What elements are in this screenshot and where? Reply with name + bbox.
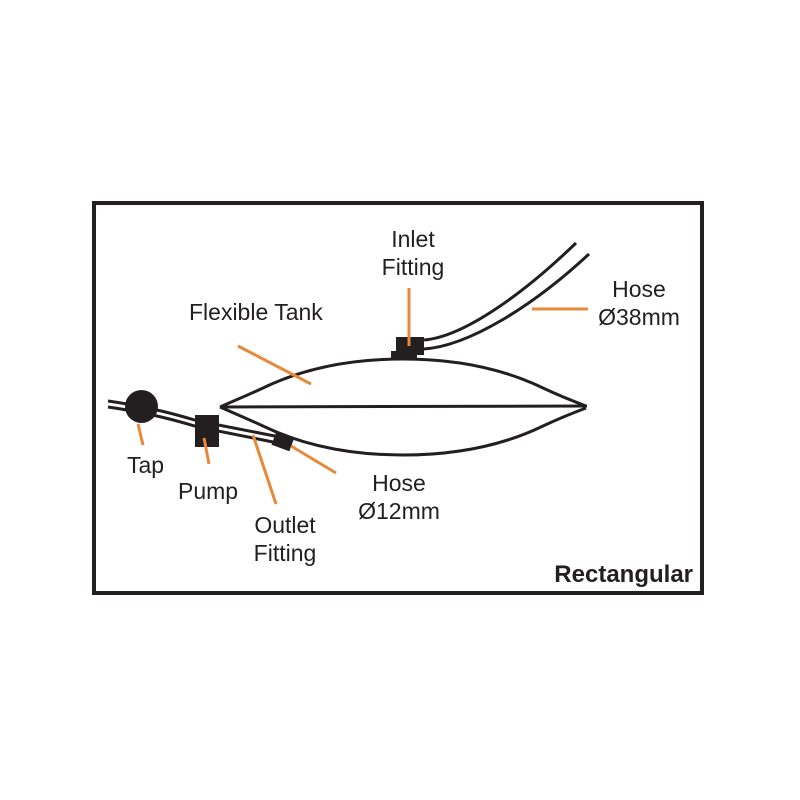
- hose-38mm-upper-line: [423, 241, 578, 342]
- label-hose-12mm: Hose Ø12mm: [329, 469, 469, 525]
- inlet-fitting-flange: [391, 351, 417, 360]
- leader-flexible-tank: [237, 344, 312, 386]
- hose-38mm-lower-line: [423, 252, 591, 351]
- label-outlet-fitting-line2: Fitting: [253, 540, 317, 566]
- label-tap: Tap: [127, 452, 165, 478]
- leader-pump: [202, 437, 211, 465]
- outlet-fitting-shape: [271, 430, 295, 452]
- label-outlet-fitting-line1: Outlet: [254, 512, 316, 538]
- tank-center-seam: [219, 404, 588, 409]
- label-inlet-fitting-line1: Inlet: [391, 226, 435, 252]
- variant-caption: Rectangular: [554, 561, 693, 588]
- label-inlet-fitting: Inlet Fitting: [343, 225, 483, 281]
- tank-lower-arc: [219, 405, 587, 457]
- label-inlet-fitting-line2: Fitting: [381, 254, 445, 280]
- diagram-border: [92, 201, 704, 595]
- tap-shape: [125, 390, 158, 423]
- label-hose-12mm-line2: Ø12mm: [358, 498, 440, 524]
- leader-outlet-fitting: [251, 434, 278, 505]
- label-hose-38mm: Hose Ø38mm: [569, 275, 709, 331]
- label-hose-38mm-line1: Hose: [612, 276, 666, 302]
- label-outlet-fitting: Outlet Fitting: [215, 511, 355, 567]
- label-hose-12mm-line1: Hose: [372, 470, 426, 496]
- pump-shape: [195, 415, 219, 447]
- leader-tap: [136, 423, 145, 446]
- label-hose-38mm-line2: Ø38mm: [598, 304, 680, 330]
- label-flexible-tank: Flexible Tank: [189, 299, 323, 325]
- label-pump: Pump: [178, 478, 239, 504]
- leader-hose-12mm: [290, 444, 337, 475]
